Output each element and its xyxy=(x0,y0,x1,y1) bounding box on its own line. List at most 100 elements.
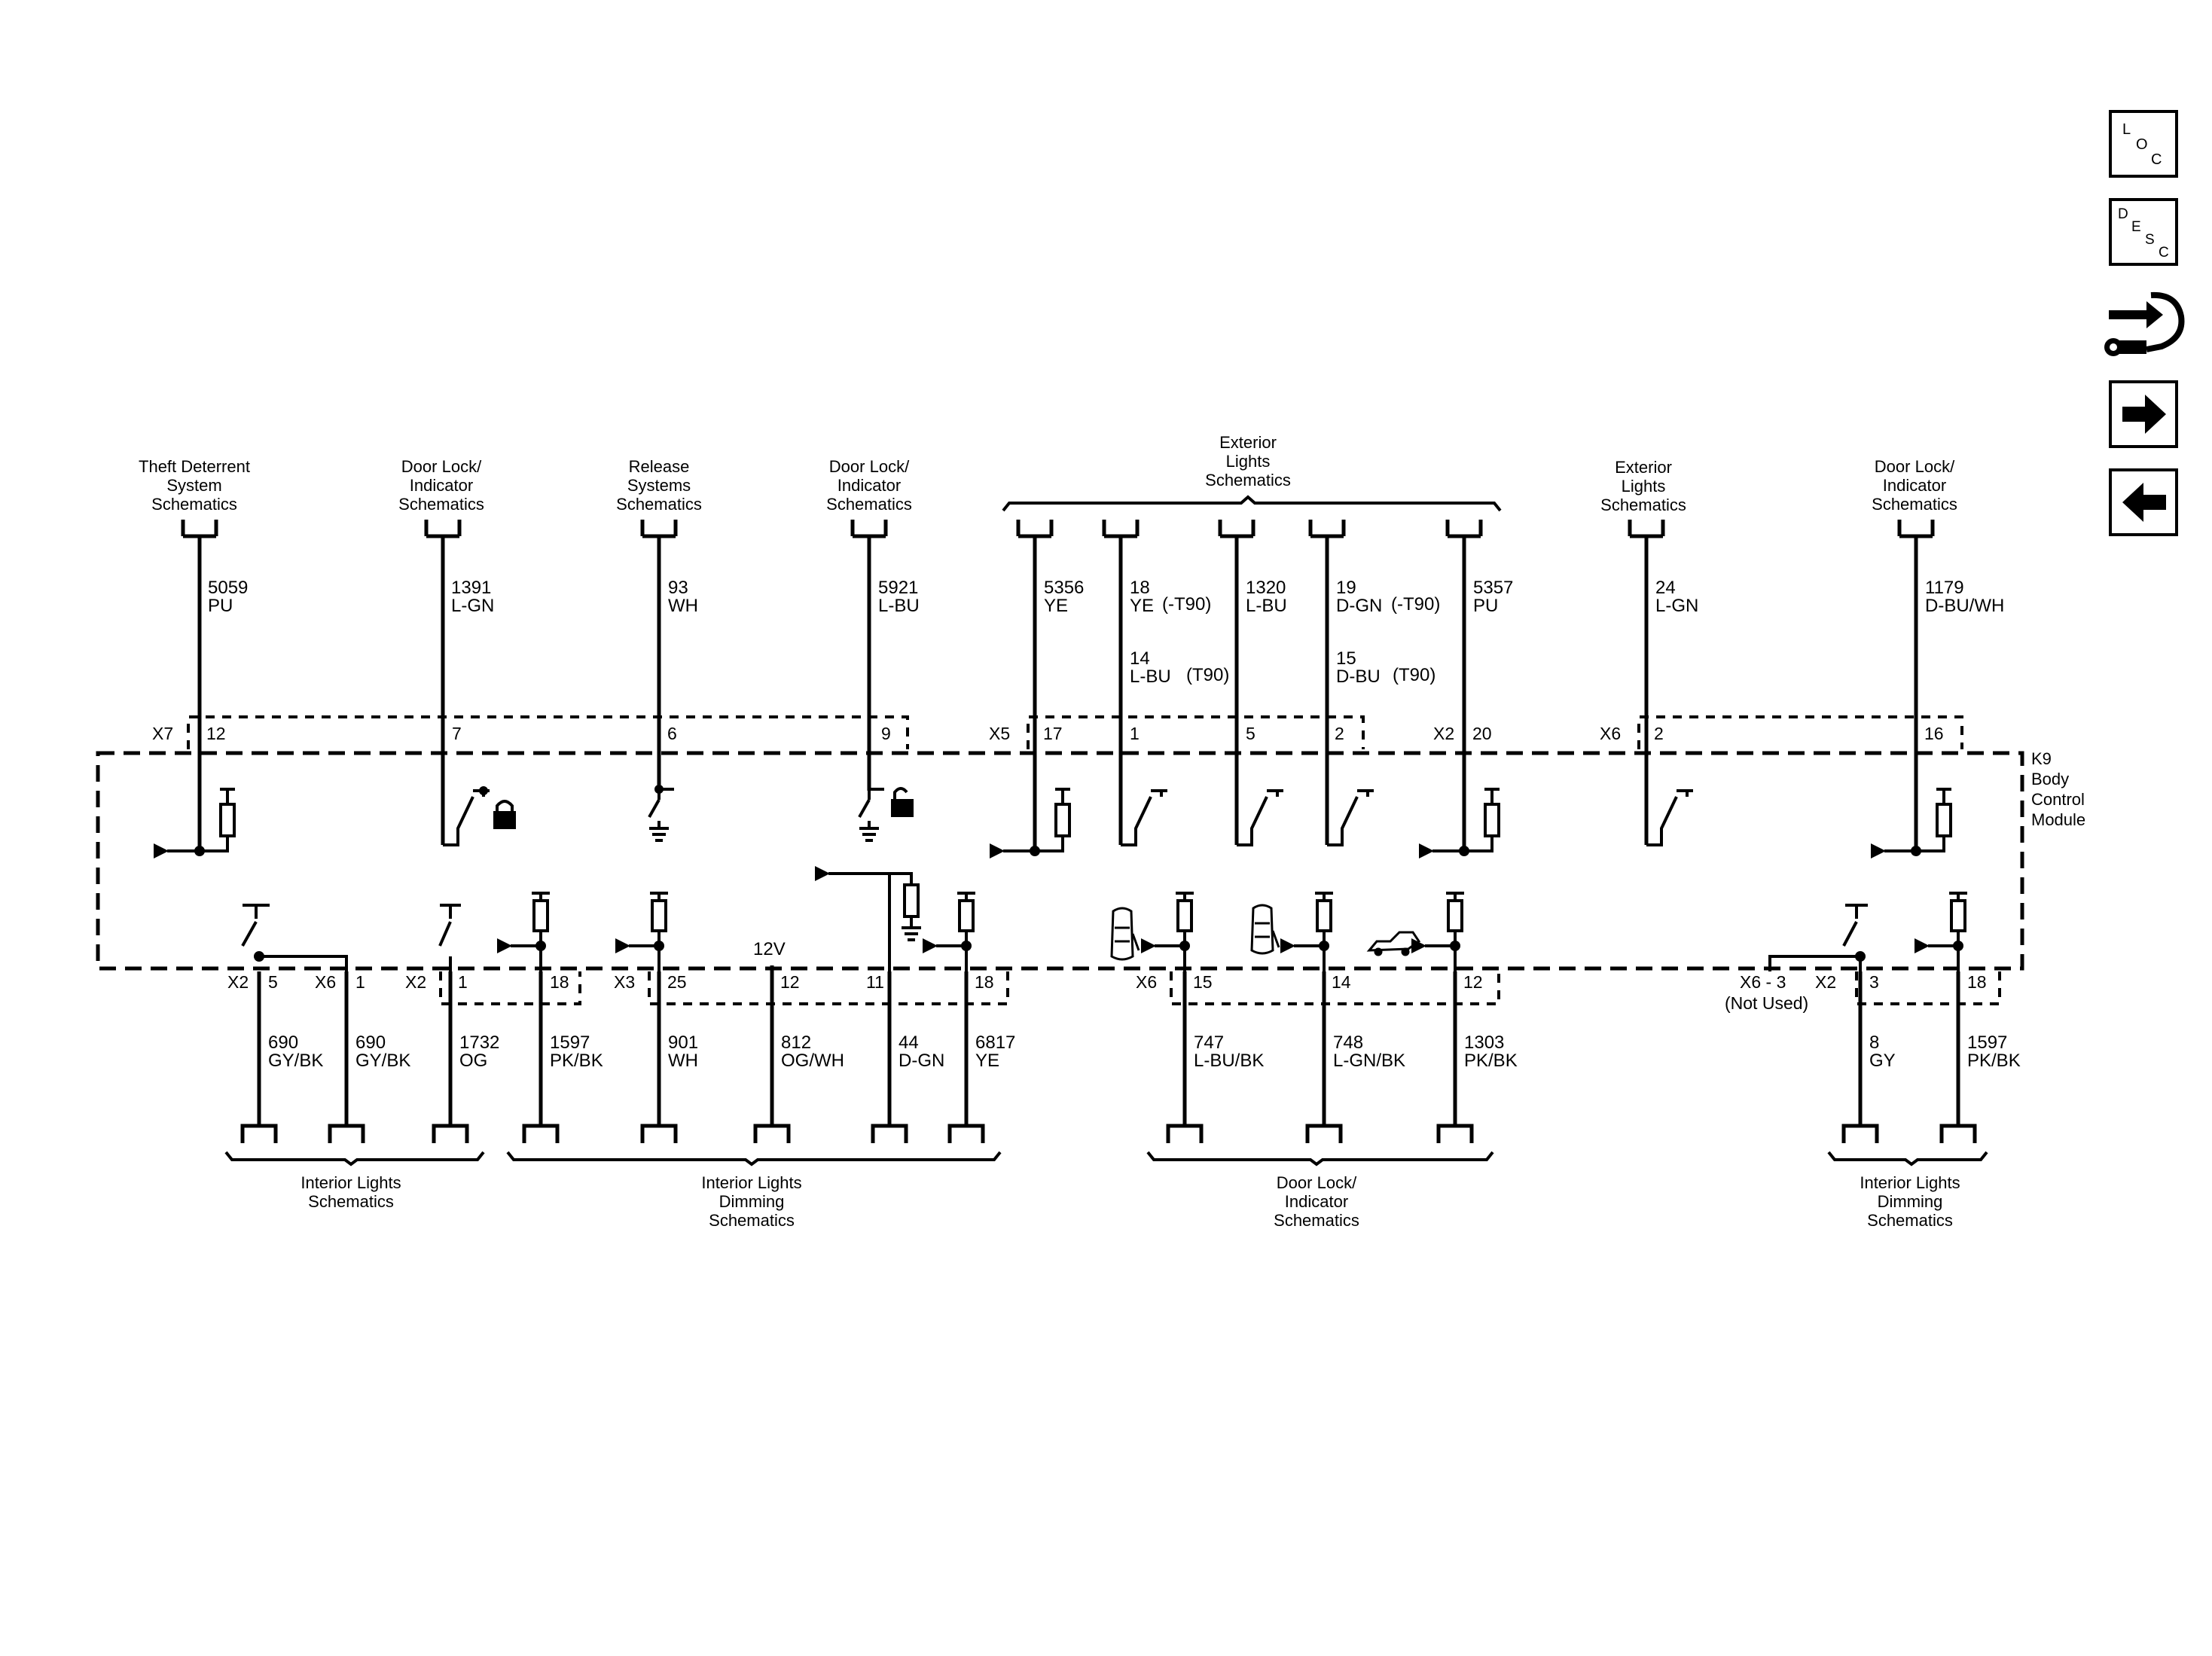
next-button[interactable] xyxy=(2109,380,2178,448)
wire-747-circuit: 747 xyxy=(1194,1032,1224,1053)
pullup-resistor-icon xyxy=(200,788,236,852)
dest-theft-deterrent: Theft Deterrent System Schematics xyxy=(139,457,250,514)
svg-text:Schematics: Schematics xyxy=(1274,1211,1359,1230)
wire-19-option: (-T90) xyxy=(1391,594,1440,615)
wire-1597a-circuit: 1597 xyxy=(550,1032,590,1053)
connector-x3-label: X3 xyxy=(614,972,635,992)
svg-text:Schematics: Schematics xyxy=(826,495,912,514)
wire-1732-circuit: 1732 xyxy=(459,1032,499,1053)
wire-1179-color: D-BU/WH xyxy=(1925,596,2004,616)
wire-6817-color: YE xyxy=(975,1051,999,1071)
not-used-note: (Not Used) xyxy=(1725,993,1808,1013)
wire-93-circuit: 93 xyxy=(668,578,688,598)
loc-letter-1: L xyxy=(2122,121,2131,138)
svg-text:Theft Deterrent: Theft Deterrent xyxy=(139,457,250,476)
svg-text:Indicator: Indicator xyxy=(410,476,473,495)
svg-text:Schematics: Schematics xyxy=(616,495,702,514)
svg-text:Interior Lights: Interior Lights xyxy=(301,1173,401,1192)
svg-text:20: 20 xyxy=(1472,724,1492,743)
wire-1597b-color: PK/BK xyxy=(1967,1051,2021,1071)
desc-letter-4: C xyxy=(2159,245,2169,261)
wire-1179-circuit: 1179 xyxy=(1925,578,1964,598)
wire-748-circuit: 748 xyxy=(1333,1032,1363,1053)
svg-text:18: 18 xyxy=(1967,972,1987,992)
top-connector-outlines xyxy=(187,715,1963,749)
bottom-wire-labels: 690 GY/BK 690 GY/BK 1732 OG 1597 PK/BK 9… xyxy=(268,1032,2021,1071)
pullup-resistor-icon xyxy=(1176,892,1194,971)
loc-button[interactable]: L O C xyxy=(2109,110,2178,178)
pullup-resistor-icon xyxy=(1464,788,1500,852)
svg-text:5: 5 xyxy=(1246,724,1256,743)
connector-x2-top-label: X2 xyxy=(1433,724,1454,743)
svg-text:Indicator: Indicator xyxy=(1285,1192,1348,1211)
connector-tools-icon[interactable] xyxy=(2104,291,2185,356)
wire-5357-color: PU xyxy=(1473,596,1498,616)
pullup-resistor-icon xyxy=(1446,892,1464,971)
svg-text:Indicator: Indicator xyxy=(1883,476,1946,495)
switch-icon xyxy=(1237,789,1283,846)
top-wire-labels: 5059 PU 1391 L-GN 93 WH 5921 L-BU 5356 Y… xyxy=(208,578,2004,687)
top-connector-labels: X7 12 7 6 9 X5 17 1 5 2 X2 20 X6 2 16 xyxy=(152,724,1944,743)
loc-letter-2: O xyxy=(2136,136,2148,153)
connector-x2-bottom-2-label: X2 xyxy=(405,972,426,992)
wire-690b-color: GY/BK xyxy=(355,1051,410,1071)
wire-15-circuit: 15 xyxy=(1336,648,1356,669)
svg-text:16: 16 xyxy=(1924,724,1944,743)
prev-button[interactable] xyxy=(2109,468,2178,536)
svg-text:Schematics: Schematics xyxy=(151,495,237,514)
wire-18-circuit: 18 xyxy=(1130,578,1150,598)
svg-text:Door Lock/: Door Lock/ xyxy=(401,457,482,476)
svg-text:1: 1 xyxy=(1130,724,1140,743)
bottom-internal-circuits xyxy=(241,866,1967,971)
dest-exterior-lights-2: Exterior Lights Schematics xyxy=(1600,458,1686,514)
wire-5921-color: L-BU xyxy=(878,596,920,616)
switch-icon xyxy=(438,904,461,971)
wire-5356-circuit: 5356 xyxy=(1044,578,1084,598)
loc-letter-3: C xyxy=(2151,151,2162,168)
wire-15-option: (T90) xyxy=(1393,665,1436,685)
desc-button[interactable]: D E S C xyxy=(2109,198,2178,266)
pullup-resistor-icon xyxy=(1916,788,1952,852)
unlock-icon xyxy=(891,787,914,817)
switch-icon xyxy=(1327,789,1374,846)
wire-812-circuit: 812 xyxy=(781,1032,811,1053)
dest-door-lock-2: Door Lock/ Indicator Schematics xyxy=(826,457,912,514)
connector-x7-label: X7 xyxy=(152,724,173,743)
connector-x6-bottom-1-label: X6 xyxy=(315,972,336,992)
wire-44-circuit: 44 xyxy=(899,1032,919,1053)
svg-text:Schematics: Schematics xyxy=(308,1192,394,1211)
svg-text:17: 17 xyxy=(1043,724,1063,743)
svg-text:Exterior: Exterior xyxy=(1219,433,1277,452)
top-internal-circuits xyxy=(154,785,1952,858)
svg-text:Release: Release xyxy=(629,457,690,476)
switch-icon xyxy=(443,786,490,846)
pullup-resistor-icon xyxy=(1315,892,1333,971)
wire-747-color: L-BU/BK xyxy=(1194,1051,1264,1071)
wire-5059-color: PU xyxy=(208,596,233,616)
wire-901-color: WH xyxy=(668,1051,698,1071)
switch-icon xyxy=(858,788,884,828)
bottom-connector-outlines xyxy=(439,971,2001,1005)
svg-text:Indicator: Indicator xyxy=(838,476,901,495)
wire-24-color: L-GN xyxy=(1655,596,1698,616)
wire-901-circuit: 901 xyxy=(668,1032,698,1053)
svg-text:12: 12 xyxy=(1463,972,1483,992)
pullup-resistor-icon xyxy=(1949,892,1967,971)
wire-1597b-circuit: 1597 xyxy=(1967,1032,2007,1053)
wire-5357-circuit: 5357 xyxy=(1473,578,1513,598)
pullup-resistor-icon xyxy=(957,892,975,971)
svg-text:Lights: Lights xyxy=(1622,477,1666,496)
svg-text:12: 12 xyxy=(206,724,226,743)
connector-x2-bottom-1-label: X2 xyxy=(227,972,249,992)
wire-19-circuit: 19 xyxy=(1336,578,1356,598)
arrow-left-icon xyxy=(2122,483,2166,522)
bottom-destination-labels: Interior Lights Schematics Interior Ligh… xyxy=(301,1173,1960,1230)
wire-1320-color: L-BU xyxy=(1246,596,1287,616)
supply-12v-label: 12V xyxy=(753,939,786,959)
svg-text:Schematics: Schematics xyxy=(398,495,484,514)
switch-icon xyxy=(241,904,348,971)
svg-text:7: 7 xyxy=(452,724,462,743)
svg-text:Dimming: Dimming xyxy=(719,1192,785,1211)
svg-text:Schematics: Schematics xyxy=(1872,495,1957,514)
wire-5356-color: YE xyxy=(1044,596,1068,616)
